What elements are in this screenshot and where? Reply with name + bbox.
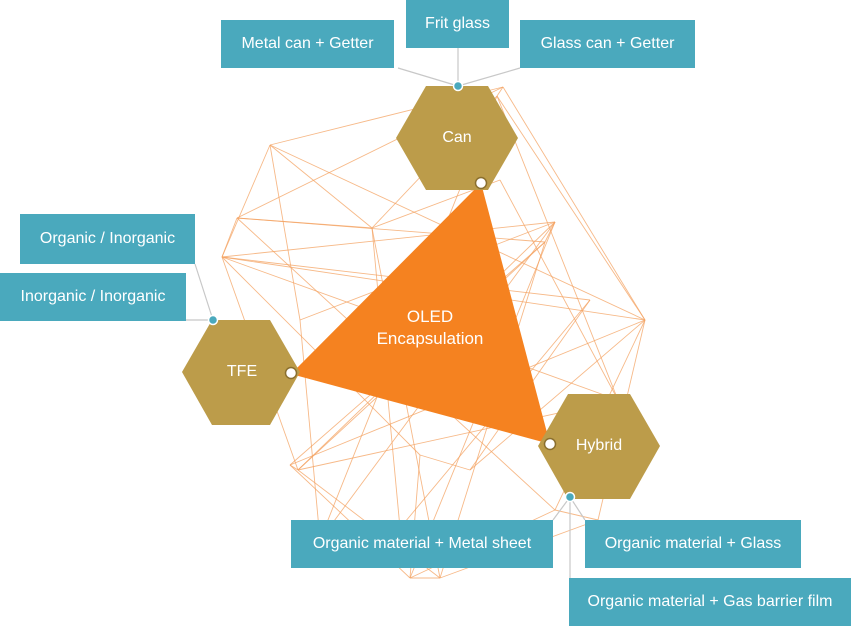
wire-line — [554, 509, 599, 521]
tfe-node-dot — [284, 366, 298, 380]
hybrid-connector-dot — [564, 491, 576, 503]
tfe-connector-dot — [207, 314, 219, 326]
wire-line — [269, 144, 373, 229]
hybrid-hexagon — [538, 394, 660, 499]
wire-line — [419, 454, 471, 471]
can-connector-dot — [452, 80, 464, 92]
wire-line — [496, 95, 619, 401]
wire-line — [299, 319, 321, 541]
center-title: OLED Encapsulation — [360, 306, 500, 350]
label-organic-glass: Organic material + Glass — [585, 520, 801, 568]
label-frit-glass: Frit glass — [406, 0, 509, 48]
wire-line — [221, 221, 556, 258]
wire-line — [496, 95, 646, 321]
wire-line — [221, 217, 238, 258]
wire-line — [502, 86, 646, 321]
center-title-line1: OLED — [406, 307, 454, 326]
label-organic-gas-barrier-film: Organic material + Gas barrier film — [569, 578, 851, 626]
label-inorganic-inorganic: Inorganic / Inorganic — [0, 273, 186, 321]
label-glass-can-getter: Glass can + Getter — [520, 20, 695, 68]
wire-line — [499, 179, 619, 401]
wire-line — [496, 86, 504, 97]
tfe-hexagon — [182, 320, 300, 425]
hybrid-node-dot — [543, 437, 557, 451]
can-hexagon — [396, 86, 518, 190]
encapsulation-triangle — [291, 183, 550, 444]
can-node-dot — [474, 176, 488, 190]
wire-line — [544, 221, 556, 243]
label-metal-can-getter: Metal can + Getter — [221, 20, 394, 68]
label-organic-metal-sheet: Organic material + Metal sheet — [291, 520, 553, 568]
center-title-line2: Encapsulation — [376, 329, 484, 348]
wire-line — [221, 144, 271, 258]
wire-line — [269, 144, 301, 321]
label-organic-inorganic: Organic / Inorganic — [20, 214, 195, 264]
wire-line — [469, 319, 646, 471]
